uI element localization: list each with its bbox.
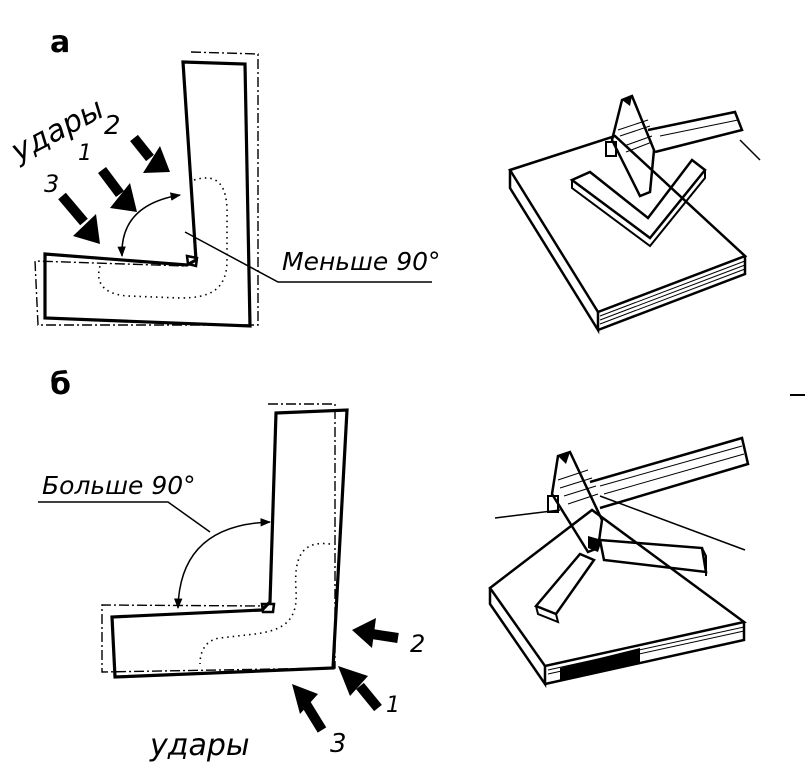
panel-b: б Больше 90° удары 2 1 3	[38, 367, 805, 763]
panel-b-dotted-zone	[199, 542, 331, 665]
panel-b-letter: б	[50, 367, 71, 402]
panel-a: а Меньше 90° удары 3 1 2	[4, 25, 761, 335]
panel-b-arrow-number-1: 1	[386, 693, 400, 718]
panel-b-strike-arrow-3	[292, 684, 327, 733]
panel-b-arrow-number-3: 3	[330, 729, 347, 759]
panel-a-arrow-number-1: 1	[78, 141, 92, 166]
panel-b-original-outline	[101, 403, 336, 673]
panel-b-strike-arrow-1	[338, 666, 382, 712]
panel-a-hammering-illustration	[508, 94, 761, 335]
panel-a-strikes-label: удары	[4, 91, 109, 169]
panel-b-hammering-illustration	[488, 436, 750, 689]
panel-b-angle-label: Больше 90°	[42, 471, 196, 500]
panel-b-strike-arrow-2	[352, 618, 399, 648]
panel-b-leader-line	[38, 501, 211, 533]
panel-a-arrow-number-2: 2	[104, 111, 121, 141]
panel-a-dotted-zone	[97, 177, 228, 299]
panel-a-arrow-number-3: 3	[44, 170, 59, 198]
panel-a-leader-line	[184, 231, 432, 283]
panel-a-strike-arrow-2	[130, 134, 170, 173]
panel-a-strike-arrow-3	[58, 192, 100, 244]
panel-a-angle-label: Меньше 90°	[282, 247, 441, 276]
panel-a-strike-arrow-1	[98, 167, 137, 212]
panel-a-square-outline	[43, 60, 252, 328]
panel-a-original-outline	[34, 51, 259, 326]
panel-a-angle-arc	[117, 192, 182, 258]
panel-a-corner-notch	[185, 254, 199, 268]
panel-b-arrow-number-2: 2	[410, 630, 425, 658]
panel-a-letter: а	[50, 25, 70, 60]
panel-b-square-outline	[110, 408, 349, 679]
panel-b-angle-arc	[174, 518, 272, 610]
panel-b-strikes-label: удары	[149, 728, 250, 763]
